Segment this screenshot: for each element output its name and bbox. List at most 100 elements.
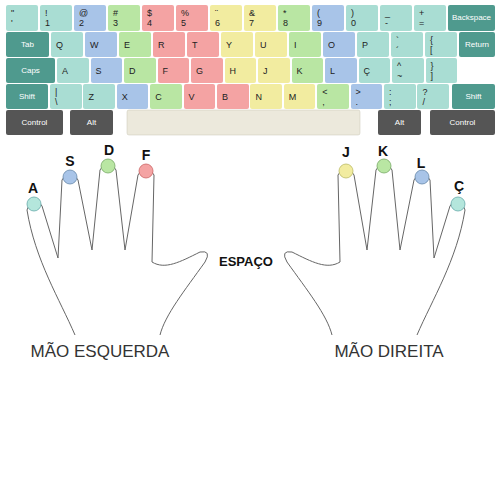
keyboard-key: U xyxy=(255,32,287,57)
keyboard-key: ?/ xyxy=(417,84,449,109)
keyboard-key: (9 xyxy=(312,5,344,31)
keyboard-key: ^~ xyxy=(392,58,424,83)
keyboard-key: W xyxy=(85,32,117,57)
keyboard-key: $4 xyxy=(142,5,174,31)
key-legend: O xyxy=(328,40,335,50)
left-hand xyxy=(27,159,208,335)
keyboard-key: Q xyxy=(51,32,83,57)
key-legend: L xyxy=(330,66,335,76)
key-legend: Shift xyxy=(19,92,35,102)
key-legend: [ xyxy=(430,45,433,55)
key-legend: , xyxy=(322,97,325,107)
keyboard-key: M xyxy=(284,84,316,109)
key-legend: * xyxy=(283,8,287,18)
key-legend: ! xyxy=(45,8,48,18)
key-legend: 0 xyxy=(351,18,356,28)
keyboard-key: K xyxy=(292,58,324,83)
keyboard-key: {[ xyxy=(425,32,457,57)
keyboard-key: F xyxy=(158,58,190,83)
key-legend: ´ xyxy=(396,45,399,55)
key-legend: Alt xyxy=(395,118,404,128)
keyboard-key: P xyxy=(357,32,389,57)
key-legend: 2 xyxy=(79,18,84,28)
key-legend: N xyxy=(255,92,262,102)
key-legend: H xyxy=(230,66,237,76)
key-legend: . xyxy=(356,97,359,107)
key-legend: G xyxy=(196,66,203,76)
key-legend: ^ xyxy=(397,61,401,71)
key-legend: { xyxy=(430,35,433,45)
keyboard-key: A xyxy=(57,58,89,83)
keyboard-key: Control xyxy=(6,110,63,135)
key-legend: 5 xyxy=(181,18,186,28)
key-legend: 4 xyxy=(147,18,152,28)
key-legend: Ç xyxy=(364,66,371,76)
key-legend: | xyxy=(55,87,57,97)
key-legend: ; xyxy=(389,97,392,107)
keyboard-key: D xyxy=(124,58,156,83)
key-legend: P xyxy=(362,40,368,50)
key-legend: D xyxy=(129,66,136,76)
key-legend: I xyxy=(294,40,297,50)
key-legend: = xyxy=(419,18,424,28)
key-legend: @ xyxy=(79,8,88,18)
finger-letter: D xyxy=(104,142,114,158)
right-hand xyxy=(284,159,465,335)
key-legend: $ xyxy=(147,8,152,18)
key-legend: % xyxy=(181,8,189,18)
key-legend: V xyxy=(189,92,195,102)
finger-letter: A xyxy=(28,180,38,196)
keyboard-key: S xyxy=(91,58,123,83)
keyboard-key: >. xyxy=(351,84,383,109)
ring-tip xyxy=(63,170,77,184)
keyboard-key: %5 xyxy=(176,5,208,31)
key-legend: Return xyxy=(465,40,489,50)
finger-letter: K xyxy=(378,143,388,159)
keyboard-key: T xyxy=(187,32,219,57)
key-legend: > xyxy=(356,87,361,97)
keyboard-key: Control xyxy=(430,110,495,135)
keyboard-key: L xyxy=(325,58,357,83)
keyboard-key: :; xyxy=(384,84,416,109)
key-legend: 8 xyxy=(283,18,288,28)
keyboard-key: Alt xyxy=(378,110,421,135)
keyboard-key: O xyxy=(323,32,355,57)
keyboard-key: Shift xyxy=(452,84,495,109)
keyboard-key: <, xyxy=(317,84,349,109)
key-legend: Y xyxy=(226,40,232,50)
ring-tip xyxy=(415,170,429,184)
keyboard-key: I xyxy=(289,32,321,57)
key-legend: W xyxy=(90,40,99,50)
key-legend: Caps xyxy=(21,66,40,76)
key-legend: " xyxy=(11,8,14,18)
key-legend: 7 xyxy=(249,18,254,28)
key-legend: # xyxy=(113,8,118,18)
key-legend: + xyxy=(419,8,424,18)
key-legend: 3 xyxy=(113,18,118,28)
hand-outline xyxy=(27,163,208,336)
keyboard-key: &7 xyxy=(244,5,276,31)
key-legend: Q xyxy=(56,40,63,50)
keyboard-key: Z xyxy=(83,84,115,109)
keyboard-key: += xyxy=(414,5,446,31)
middle-tip xyxy=(101,159,115,173)
keyboard-key: `´ xyxy=(391,32,423,57)
keyboard-key: Caps xyxy=(6,58,55,83)
space-bar xyxy=(127,110,360,135)
keyboard-key: Return xyxy=(459,32,495,57)
key-legend: Backspace xyxy=(452,13,491,23)
key-legend: ` xyxy=(396,35,399,45)
keyboard-key: @2 xyxy=(74,5,106,31)
key-legend: ? xyxy=(422,87,427,97)
keyboard-key: }] xyxy=(426,58,458,83)
hand-label: MÃO ESQUERDA xyxy=(31,342,170,362)
keyboard-key: #3 xyxy=(108,5,140,31)
keyboard-key: E xyxy=(119,32,151,57)
key-legend: 9 xyxy=(317,18,322,28)
key-legend: T xyxy=(192,40,198,50)
key-legend: _ xyxy=(385,8,390,18)
key-legend: Alt xyxy=(87,118,96,128)
keyboard-key: N xyxy=(250,84,282,109)
finger-letter: S xyxy=(65,153,74,169)
key-legend: Control xyxy=(450,118,476,128)
